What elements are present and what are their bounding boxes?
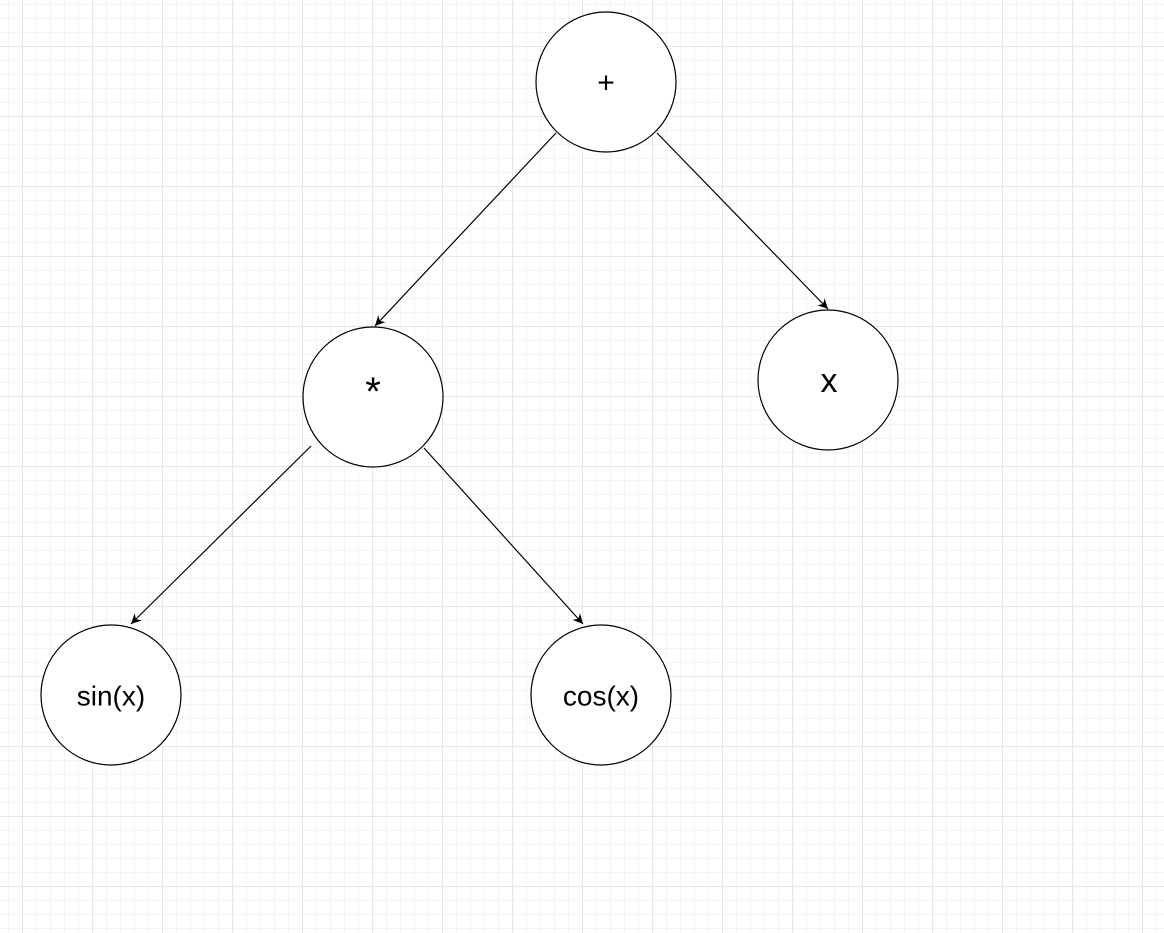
edge-plus-to-x xyxy=(656,132,829,310)
edge-plus-to-mul xyxy=(374,132,557,327)
node-cos-circle xyxy=(530,624,672,766)
node-cos-label: cos(x) xyxy=(563,681,639,712)
node-x[interactable]: x xyxy=(757,309,899,451)
node-sin[interactable]: sin(x) xyxy=(40,624,182,766)
node-plus[interactable]: + xyxy=(535,11,677,153)
edge-mul-to-cos xyxy=(423,447,584,625)
node-multiply-circle xyxy=(302,326,444,468)
node-sin-label: sin(x) xyxy=(77,681,145,712)
node-cos[interactable]: cos(x) xyxy=(530,624,672,766)
node-x-label: x xyxy=(821,362,838,400)
node-x-circle xyxy=(757,309,899,451)
node-sin-circle xyxy=(40,624,182,766)
node-multiply-label: * xyxy=(365,370,381,414)
node-plus-circle xyxy=(535,11,677,153)
node-multiply[interactable]: * xyxy=(302,326,444,468)
node-plus-label: + xyxy=(597,67,615,100)
edge-mul-to-sin xyxy=(130,445,312,625)
